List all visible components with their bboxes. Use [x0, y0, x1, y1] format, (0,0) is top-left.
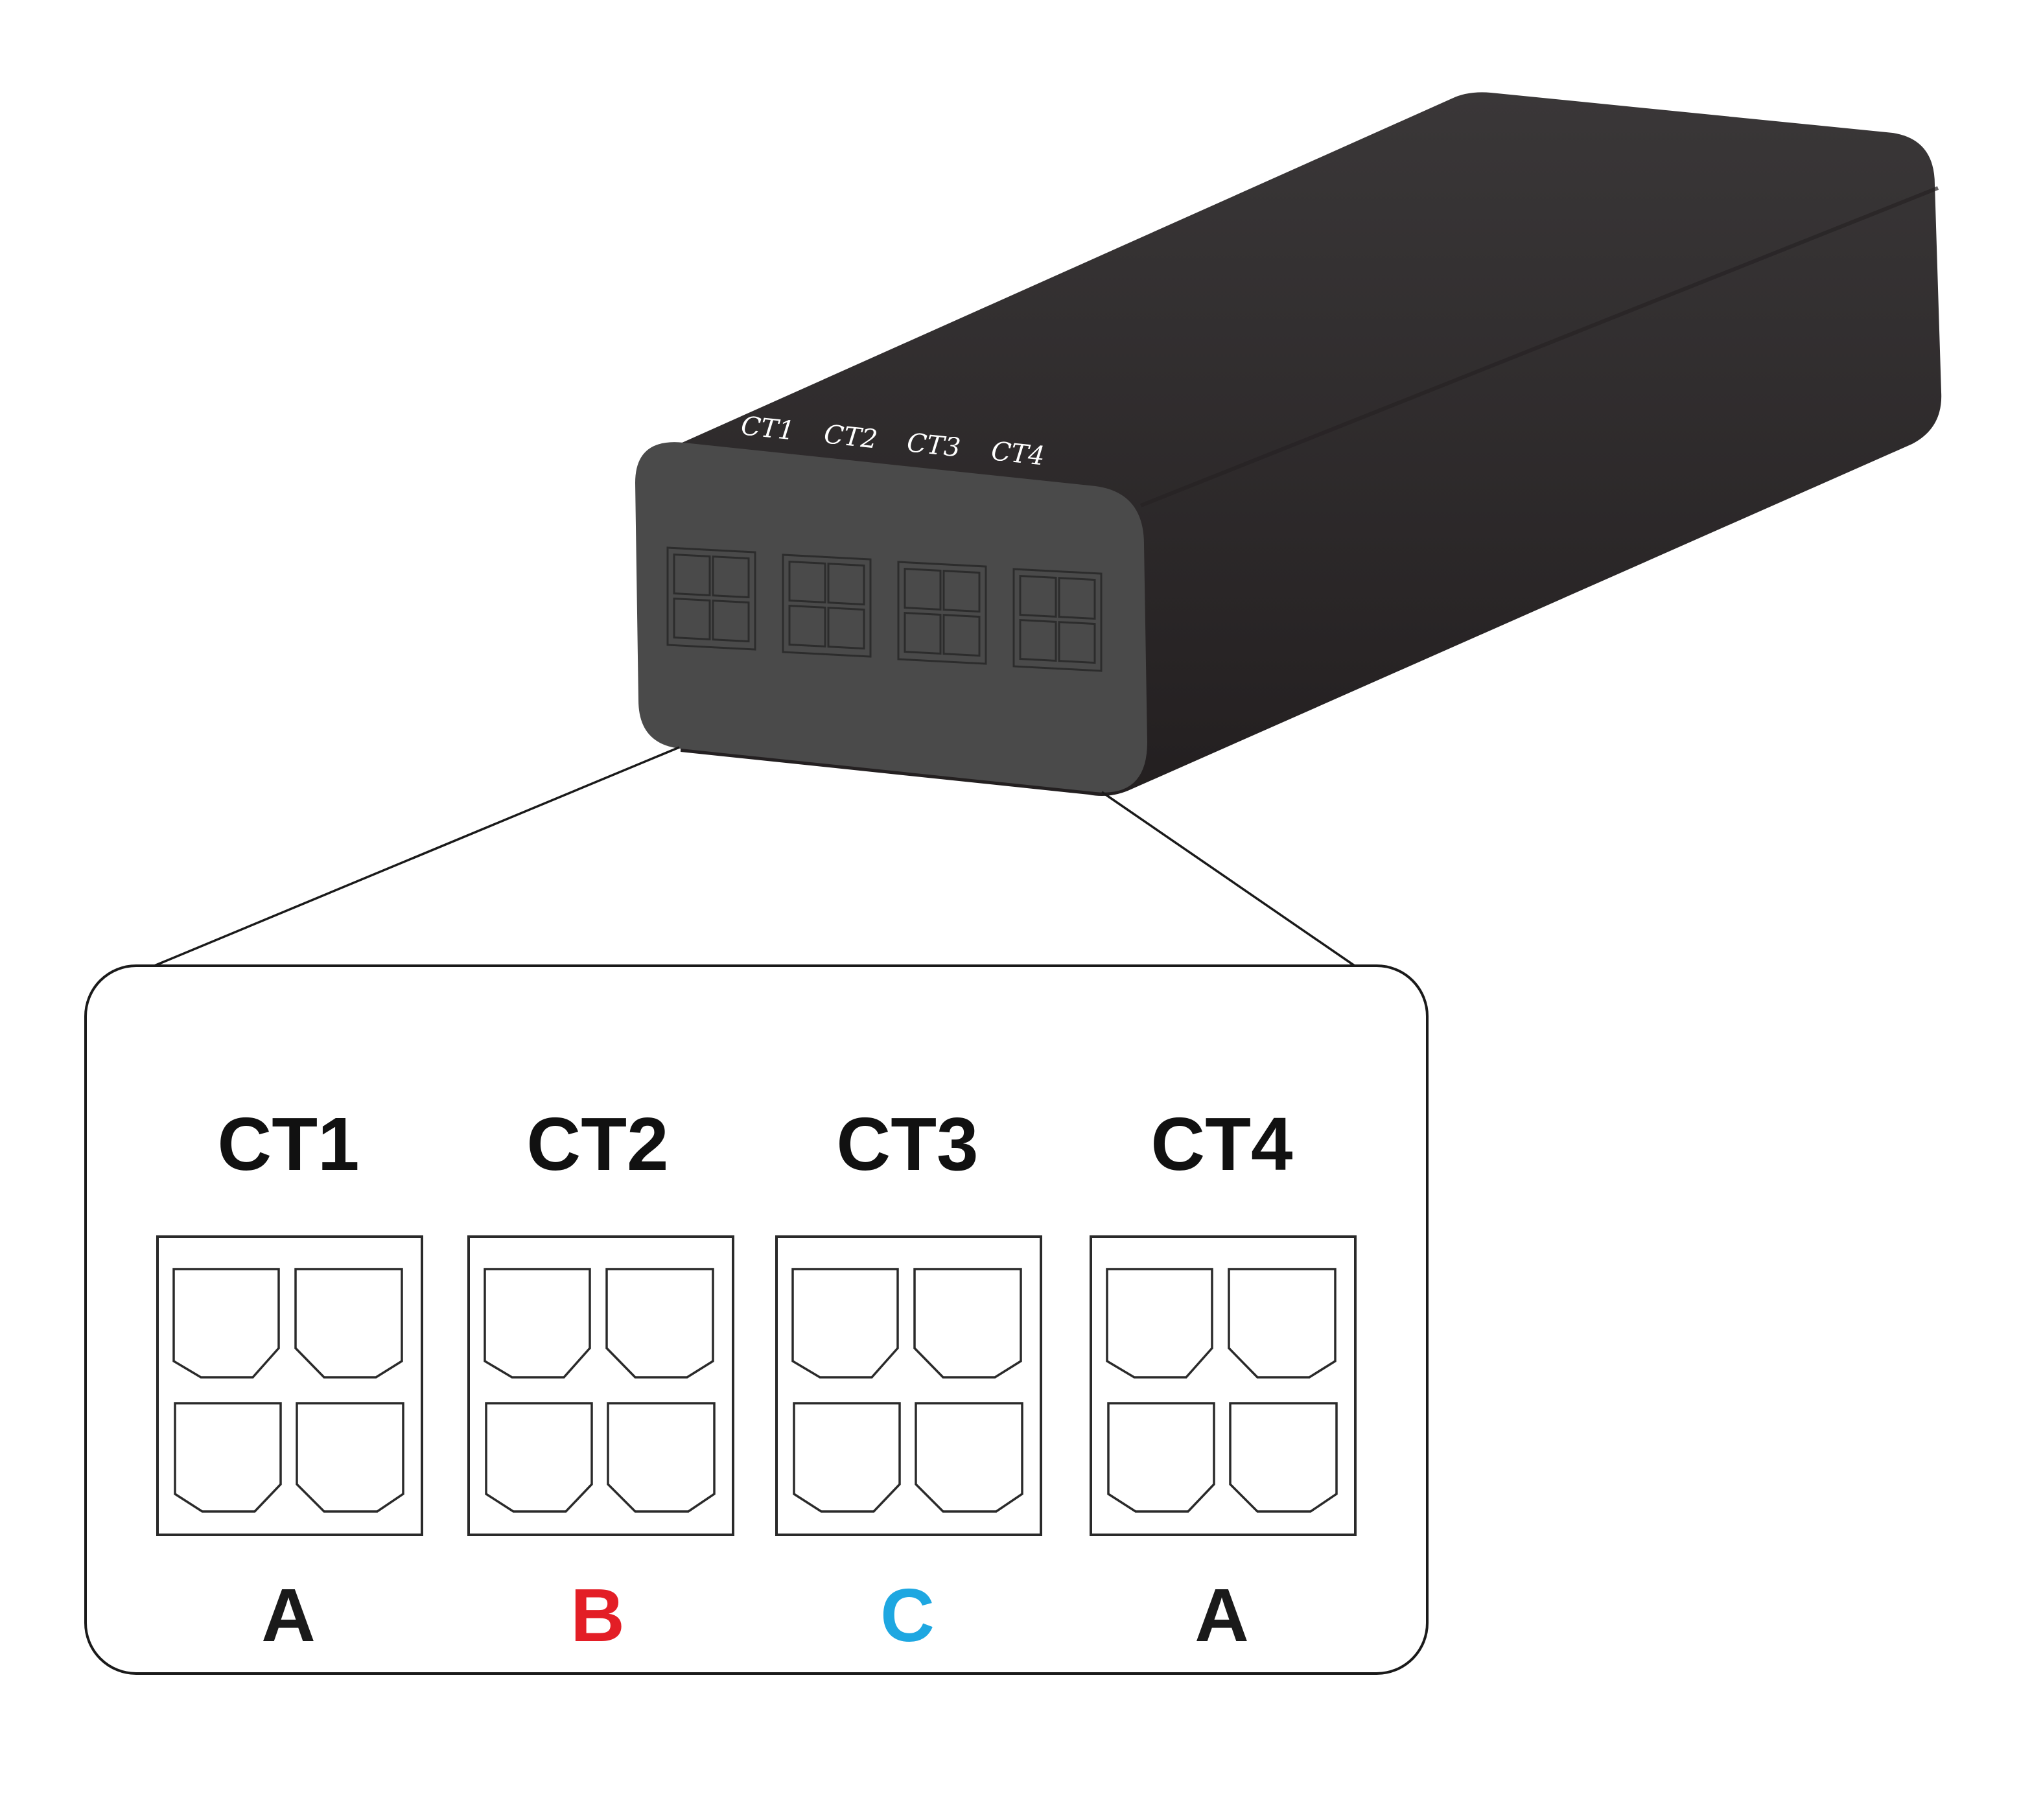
device-label-ct3: CT3 — [905, 428, 962, 463]
body-crease — [1139, 186, 1939, 508]
port-label-ct1: CT1 — [217, 1102, 359, 1186]
connector-cell — [174, 1402, 282, 1513]
callout-box — [84, 964, 1429, 1675]
connector-cell — [485, 1402, 593, 1513]
device-label-ct4: CT4 — [990, 436, 1046, 471]
connector-cell — [296, 1402, 404, 1513]
connector-cell — [607, 1402, 716, 1513]
phase-label-ct3: C — [880, 1573, 935, 1657]
callout-line-right — [1101, 791, 1355, 967]
connector-cell — [913, 1268, 1022, 1379]
connector-cell — [1106, 1268, 1213, 1379]
connector-cell — [605, 1268, 714, 1379]
connector-outline-ct2 — [467, 1235, 734, 1536]
connector-cell — [791, 1268, 899, 1379]
connector-outline-ct3 — [775, 1235, 1042, 1536]
phase-label-ct4: A — [1195, 1573, 1249, 1657]
callout-port-ct1: CT1 A — [156, 1102, 423, 1657]
connector-cell — [294, 1268, 403, 1379]
connector-outline-ct4 — [1090, 1235, 1357, 1536]
connector-outline-ct1 — [156, 1235, 423, 1536]
callout-port-ct4: CT4 A — [1090, 1102, 1357, 1657]
phase-label-ct2: B — [570, 1573, 625, 1657]
device: CT1 CT2 CT3 CT4 — [635, 92, 1942, 796]
device-port-labels: CT1 CT2 CT3 CT4 — [740, 411, 1046, 471]
connector-cell — [1107, 1402, 1215, 1513]
callout-port-ct3: CT3 C — [775, 1102, 1042, 1657]
connector-cell — [915, 1402, 1023, 1513]
connector-cell — [793, 1402, 901, 1513]
device-front-face — [635, 442, 1147, 793]
connector-cell — [172, 1268, 280, 1379]
device-connector-ct3 — [897, 561, 987, 665]
callout-ports: CT1 A CT2 B CT3 C — [156, 1102, 1357, 1657]
device-connector-ct4 — [1012, 568, 1103, 672]
callout-line-left — [154, 746, 680, 967]
port-label-ct4: CT4 — [1150, 1102, 1292, 1186]
phase-label-ct1: A — [261, 1573, 316, 1657]
port-label-ct3: CT3 — [836, 1102, 978, 1186]
port-label-ct2: CT2 — [526, 1102, 668, 1186]
device-label-ct1: CT1 — [740, 411, 796, 446]
device-label-ct2: CT2 — [823, 419, 879, 454]
device-connectors — [666, 546, 1103, 672]
connector-cell — [484, 1268, 591, 1379]
connector-cell — [1229, 1402, 1338, 1513]
device-connector-ct1 — [666, 546, 756, 651]
device-connector-ct2 — [782, 554, 872, 658]
callout-port-ct2: CT2 B — [467, 1102, 734, 1657]
connector-cell — [1228, 1268, 1337, 1379]
